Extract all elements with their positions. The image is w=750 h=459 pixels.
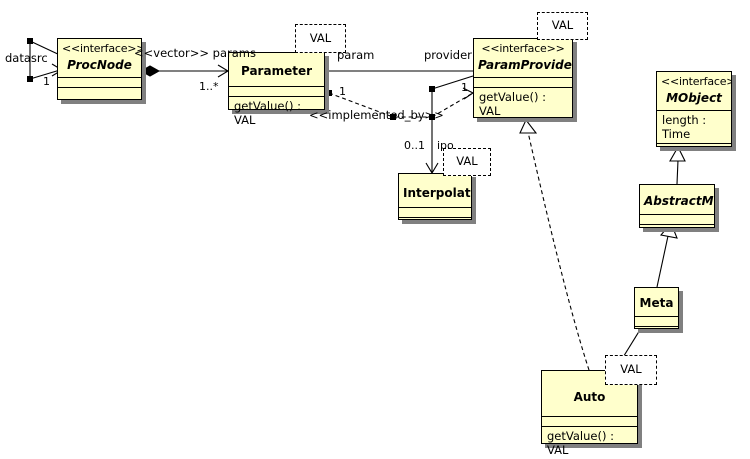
interpolator-attributes — [399, 206, 471, 217]
parameter-operations: getValue() : VAL — [229, 95, 324, 129]
class-box-mobject[interactable]: <<interface>> MObject length : Time — [656, 71, 732, 147]
label-vector-params: <<vector>> params — [134, 46, 256, 60]
label-datasrc-multiplicity: 1 — [43, 75, 50, 88]
abstractmo-operations — [640, 223, 714, 234]
label-ipo-role: ipo — [437, 139, 454, 152]
paramprovider-stereotype: <<interface>> — [481, 42, 565, 55]
class-box-parameter[interactable]: Parameter getValue() : VAL — [228, 52, 325, 127]
template-param-paramprovider: VAL — [537, 12, 588, 40]
edge-procnode-parameter-composition — [139, 64, 230, 78]
abstractmo-attributes — [640, 213, 714, 224]
class-box-procnode[interactable]: <<interface>> ProcNode — [57, 38, 142, 100]
mobject-header: <<interface>> MObject — [657, 72, 731, 110]
auto-name: Auto — [573, 390, 606, 404]
auto-operations: getValue() : VAL — [542, 425, 637, 459]
mobject-stereotype: <<interface>> — [661, 75, 731, 88]
paramprovider-name: ParamProvider — [478, 57, 572, 72]
interpolator-operations — [399, 216, 471, 227]
procnode-name: ProcNode — [67, 57, 132, 72]
meta-name: Meta — [639, 296, 674, 310]
template-param-auto: VAL — [605, 355, 657, 385]
procnode-header: <<interface>> ProcNode — [58, 39, 141, 77]
parameter-name: Parameter — [240, 64, 313, 78]
procnode-attributes — [58, 77, 141, 87]
meta-operations — [635, 325, 678, 336]
class-box-auto[interactable]: Auto getValue() : VAL — [541, 370, 638, 457]
label-params-multiplicity: 1..* — [199, 80, 219, 93]
class-box-paramprovider[interactable]: <<interface>> ParamProvider getValue() :… — [473, 38, 573, 118]
class-box-abstractmo[interactable]: AbstractMO — [639, 184, 715, 228]
abstractmo-header: AbstractMO — [640, 185, 714, 214]
meta-attributes — [635, 315, 678, 326]
label-param-multiplicity: 1 — [339, 85, 346, 98]
paramprovider-operations: getValue() : VAL — [474, 87, 572, 120]
label-ipo-multiplicity: 0..1 — [404, 139, 425, 152]
label-provider-multiplicity: 1 — [461, 81, 468, 94]
parameter-attributes — [229, 85, 324, 96]
paramprovider-header: <<interface>> ParamProvider — [474, 39, 572, 77]
mobject-attributes: length : Time — [657, 110, 731, 143]
label-provider-role: provider — [424, 48, 472, 62]
auto-attributes — [542, 415, 637, 426]
class-box-interpolator[interactable]: Interpolator — [398, 173, 472, 220]
interpolator-header: Interpolator — [399, 174, 471, 207]
paramprovider-attributes — [474, 77, 572, 87]
procnode-stereotype: <<interface>> — [62, 42, 141, 55]
label-datasrc: datasrc — [5, 51, 48, 65]
mobject-operations — [657, 143, 731, 153]
mobject-name: MObject — [666, 90, 722, 105]
label-param-role: param — [337, 48, 375, 62]
edge-auto-paramprovider-realization — [519, 118, 590, 371]
template-param-interpolator: VAL — [443, 148, 491, 176]
class-box-meta[interactable]: Meta — [634, 287, 679, 329]
template-param-parameter: VAL — [295, 24, 346, 53]
abstractmo-name: AbstractMO — [644, 194, 714, 208]
interpolator-name: Interpolator — [403, 186, 471, 200]
label-implemented-by: <<implemented_by>> — [309, 108, 444, 122]
meta-header: Meta — [635, 288, 678, 316]
parameter-header: Parameter — [229, 53, 324, 86]
procnode-operations — [58, 87, 141, 97]
auto-header: Auto — [542, 371, 637, 416]
